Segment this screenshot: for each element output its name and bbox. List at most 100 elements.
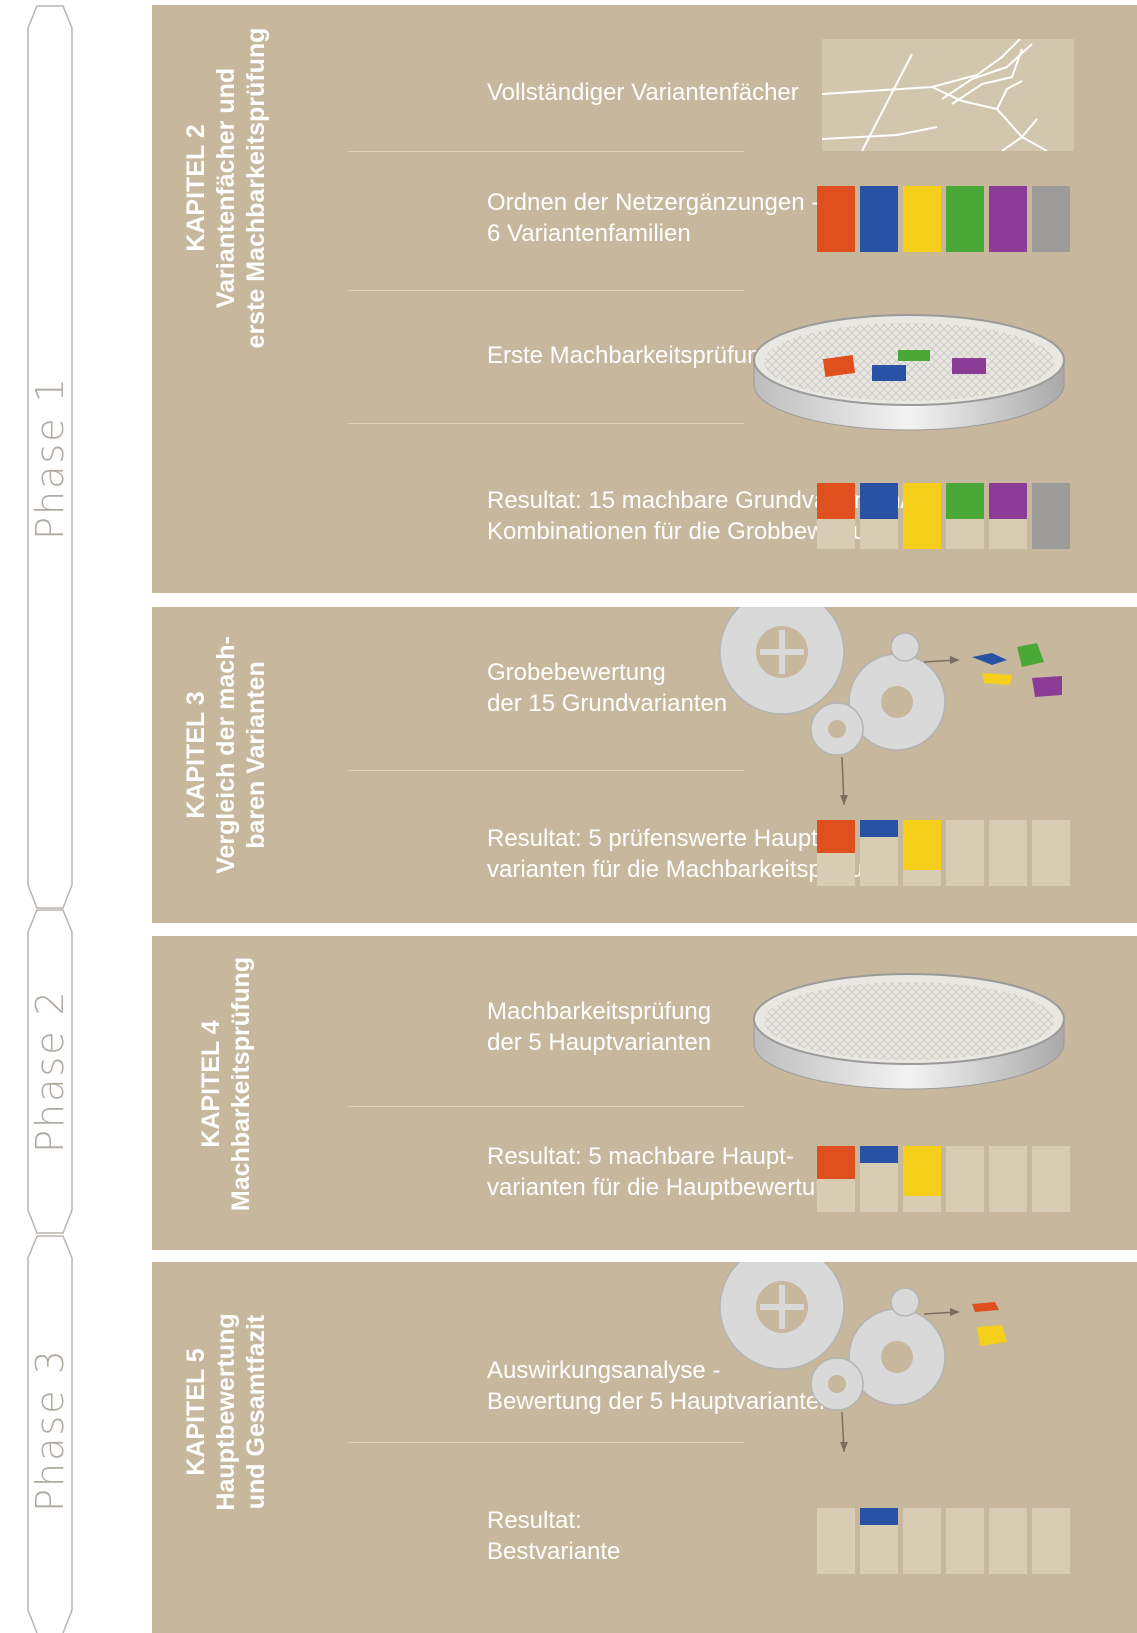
divider — [348, 770, 744, 771]
result-cell-fill — [989, 483, 1027, 519]
result-cell — [989, 483, 1027, 549]
chapter-title-line: baren Varianten — [242, 661, 270, 849]
variant-family-bar — [1032, 186, 1070, 252]
chapter-title-line: und Gesamtfazit — [242, 1314, 270, 1510]
step-text: Ordnen der Netzergänzungen - 6 Varianten… — [487, 187, 819, 249]
result-cell — [946, 820, 984, 886]
variant-family-bar — [860, 186, 898, 252]
result-cell-fill — [860, 820, 898, 837]
result-cell — [860, 1146, 898, 1212]
result-cell — [817, 1508, 855, 1574]
result-cell — [946, 483, 984, 549]
result-cell — [903, 820, 941, 886]
variant-family-bar — [946, 186, 984, 252]
chapter-title-line: Machbarkeitsprüfung — [227, 956, 255, 1212]
chapter-number: KAPITEL 2 — [182, 124, 210, 252]
map-sketch-icon — [822, 39, 1074, 151]
step-line: Grobebewertung — [487, 659, 666, 686]
step-text: Grobebewertung der 15 Grundvarianten — [487, 657, 727, 719]
result-cell — [860, 1508, 898, 1574]
result-cell — [946, 1146, 984, 1212]
chapter-title-line: erste Machbarkeitsprüfung — [242, 27, 270, 349]
divider — [348, 423, 744, 424]
result-cell — [1032, 820, 1070, 886]
result-cell — [946, 1508, 984, 1574]
step-line: der 15 Grundvarianten — [487, 690, 728, 717]
result-cell — [903, 1146, 941, 1212]
divider — [348, 290, 744, 291]
chapter-title-line: Variantenfächer und — [212, 67, 240, 309]
result-grid — [817, 1508, 1077, 1574]
phase-column: Phase 1 Phase 2 Phase 3 — [0, 0, 130, 1633]
chapter-title-line: Hauptbewertung — [212, 1313, 240, 1511]
step-line: Ordnen der Netzergänzungen - — [487, 189, 820, 216]
result-grid — [817, 820, 1077, 886]
step-line: Erste Machbarkeitsprüfung — [487, 342, 774, 369]
result-cell — [817, 1146, 855, 1212]
sieve-icon — [753, 314, 1065, 431]
result-cell-fill — [817, 1146, 855, 1179]
result-cell-fill — [1032, 483, 1070, 549]
divider — [348, 151, 744, 152]
result-cell — [989, 820, 1027, 886]
chapter-title-line: Vergleich der mach- — [212, 636, 240, 874]
sieve-icon — [753, 973, 1065, 1090]
section-kapitel-5: KAPITEL 5 Hauptbewertung und Gesamtfazit… — [152, 1262, 1137, 1633]
gears-icon — [719, 607, 1062, 806]
result-cell — [1032, 1146, 1070, 1212]
result-cell-fill — [903, 1146, 941, 1196]
variant-family-bar — [817, 186, 855, 252]
step-line: varianten für die Hauptbewertung — [487, 1174, 842, 1201]
step-line: Resultat: 5 prüfenswerte Haupt- — [487, 825, 826, 852]
step-text: Erste Machbarkeitsprüfung — [487, 340, 774, 371]
step-text: Resultat: Bestvariante — [487, 1505, 620, 1567]
step-text: Vollständiger Variantenfächer — [487, 77, 799, 108]
result-cell-fill — [903, 483, 941, 549]
step-text: Machbarkeitsprüfung der 5 Hauptvarianten — [487, 996, 711, 1058]
section-kapitel-2: KAPITEL 2 Variantenfächer und erste Mach… — [152, 5, 1137, 593]
step-line: der 5 Hauptvarianten — [487, 1029, 712, 1056]
step-line: Machbarkeitsprüfung — [487, 998, 712, 1025]
phase-outline-icon — [27, 5, 73, 1633]
result-cell — [989, 1146, 1027, 1212]
phase-3-label: Phase 3 — [28, 1348, 72, 1512]
result-cell — [860, 483, 898, 549]
result-cell — [860, 820, 898, 886]
result-cell-fill — [860, 1508, 898, 1525]
result-cell — [1032, 1508, 1070, 1574]
section-kapitel-3: KAPITEL 3 Vergleich der mach- baren Vari… — [152, 607, 1137, 923]
gears-icon — [719, 1262, 1007, 1453]
result-cell-fill — [860, 1146, 898, 1163]
divider — [348, 1442, 744, 1443]
result-cell — [903, 1508, 941, 1574]
step-line: Resultat: 5 machbare Haupt- — [487, 1143, 794, 1170]
step-line: Vollständiger Variantenfächer — [487, 79, 799, 106]
result-cell-fill — [817, 483, 855, 519]
result-cell — [817, 483, 855, 549]
result-grid — [817, 483, 1077, 549]
step-line: Auswirkungsanalyse - — [487, 1357, 721, 1384]
result-cell-fill — [903, 820, 941, 870]
result-cell — [989, 1508, 1027, 1574]
chapter-number: KAPITEL 4 — [197, 1020, 225, 1148]
color-bar-icon — [817, 186, 1077, 252]
result-cell-fill — [946, 483, 984, 519]
chapter-number: KAPITEL 3 — [182, 691, 210, 819]
result-cell-fill — [860, 483, 898, 519]
result-cell-fill — [817, 820, 855, 853]
phase-1-label: Phase 1 — [28, 376, 72, 540]
variant-family-bar — [903, 186, 941, 252]
step-line: 6 Variantenfamilien — [487, 220, 691, 247]
section-kapitel-4: KAPITEL 4 Machbarkeitsprüfung Machbarkei… — [152, 936, 1137, 1250]
result-cell — [903, 483, 941, 549]
result-cell — [817, 820, 855, 886]
phase-2-label: Phase 2 — [28, 989, 72, 1153]
result-grid — [817, 1146, 1077, 1212]
step-line: Bestvariante — [487, 1538, 621, 1565]
result-cell — [1032, 483, 1070, 549]
variant-family-bar — [989, 186, 1027, 252]
step-text: Resultat: 5 machbare Haupt- varianten fü… — [487, 1141, 842, 1203]
chapter-number: KAPITEL 5 — [182, 1348, 210, 1476]
step-line: Resultat: — [487, 1507, 582, 1534]
step-line: Bewertung der 5 Hauptvarianten — [487, 1388, 833, 1415]
